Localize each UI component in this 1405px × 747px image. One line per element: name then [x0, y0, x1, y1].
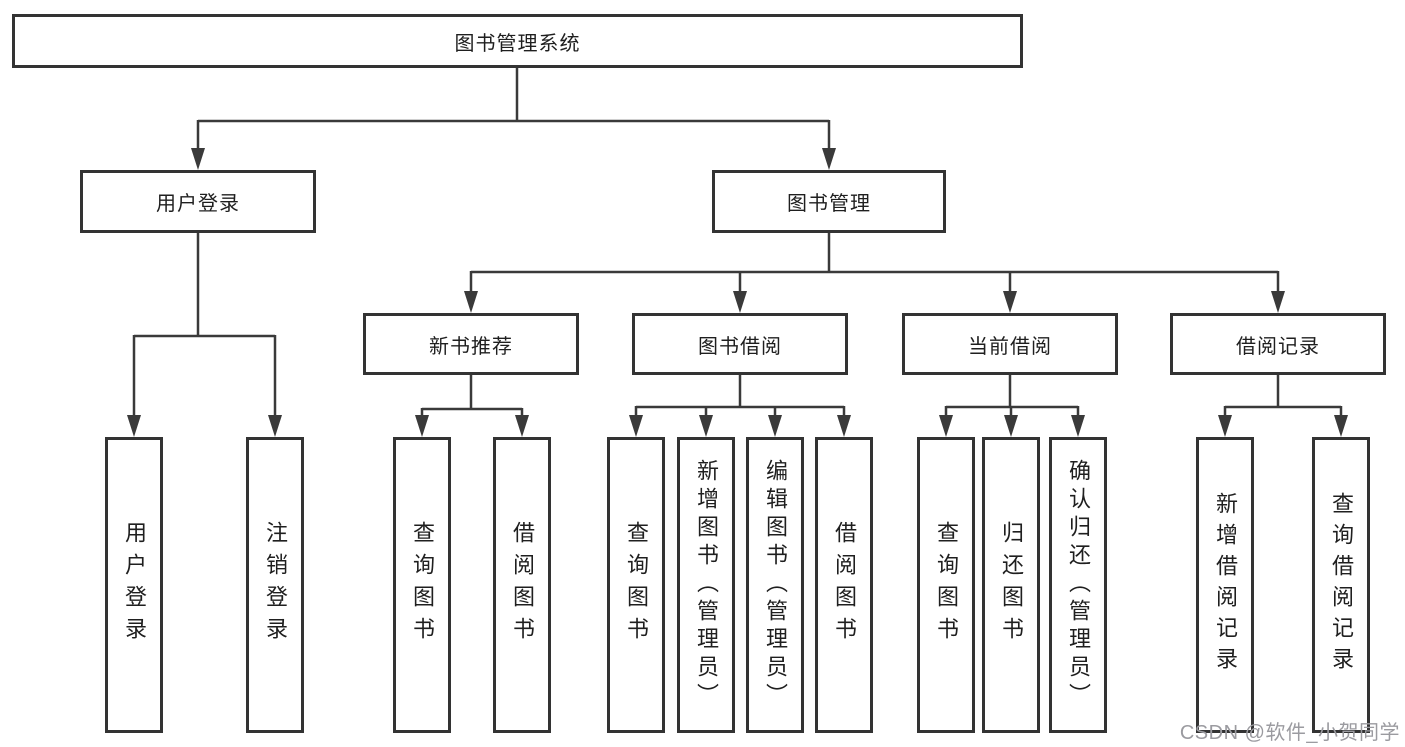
node-root: 图书管理系统 — [12, 14, 1023, 68]
leaf-borrow-books-label: 借阅图书 — [832, 521, 857, 649]
node-borrow-records: 借阅记录 — [1170, 313, 1386, 375]
leaf-user-login-label: 用户登录 — [122, 521, 147, 649]
connector-paths — [132, 68, 1343, 418]
leaf-return-books-label: 归还图书 — [999, 521, 1024, 649]
leaf-borrow-books-recommend: 借阅图书 — [493, 437, 551, 733]
node-user-login: 用户登录 — [80, 170, 316, 233]
leaf-logout: 注销登录 — [246, 437, 304, 733]
leaf-edit-books-admin-label: 编辑图书（管理员） — [763, 459, 788, 711]
leaf-add-books-admin: 新增图书（管理员） — [677, 437, 735, 733]
leaf-edit-books-admin: 编辑图书（管理员） — [746, 437, 804, 733]
leaf-query-books-current: 查询图书 — [917, 437, 975, 733]
leaf-query-books-recommend-label: 查询图书 — [410, 521, 435, 649]
leaf-query-borrow-record-label: 查询借阅记录 — [1329, 492, 1354, 678]
leaf-query-books-borrow: 查询图书 — [607, 437, 665, 733]
leaf-confirm-return-admin-label: 确认归还（管理员） — [1066, 459, 1091, 711]
node-book-borrow: 图书借阅 — [632, 313, 848, 375]
leaf-query-books-current-label: 查询图书 — [934, 521, 959, 649]
connector-arrowheads — [127, 148, 1348, 437]
node-book-management: 图书管理 — [712, 170, 946, 233]
leaf-borrow-books: 借阅图书 — [815, 437, 873, 733]
leaf-query-books-recommend: 查询图书 — [393, 437, 451, 733]
leaf-return-books: 归还图书 — [982, 437, 1040, 733]
watermark-text: CSDN @软件_小贺同学 — [1179, 722, 1400, 744]
leaf-user-login: 用户登录 — [105, 437, 163, 733]
leaf-borrow-books-recommend-label: 借阅图书 — [510, 521, 535, 649]
node-current-borrow: 当前借阅 — [902, 313, 1118, 375]
node-new-book-recommend: 新书推荐 — [363, 313, 579, 375]
leaf-add-borrow-record: 新增借阅记录 — [1196, 437, 1254, 733]
leaf-add-books-admin-label: 新增图书（管理员） — [694, 459, 719, 711]
leaf-query-books-borrow-label: 查询图书 — [624, 521, 649, 649]
leaf-logout-label: 注销登录 — [263, 521, 288, 649]
leaf-add-borrow-record-label: 新增借阅记录 — [1213, 492, 1238, 678]
leaf-query-borrow-record: 查询借阅记录 — [1312, 437, 1370, 733]
leaf-confirm-return-admin: 确认归还（管理员） — [1049, 437, 1107, 733]
